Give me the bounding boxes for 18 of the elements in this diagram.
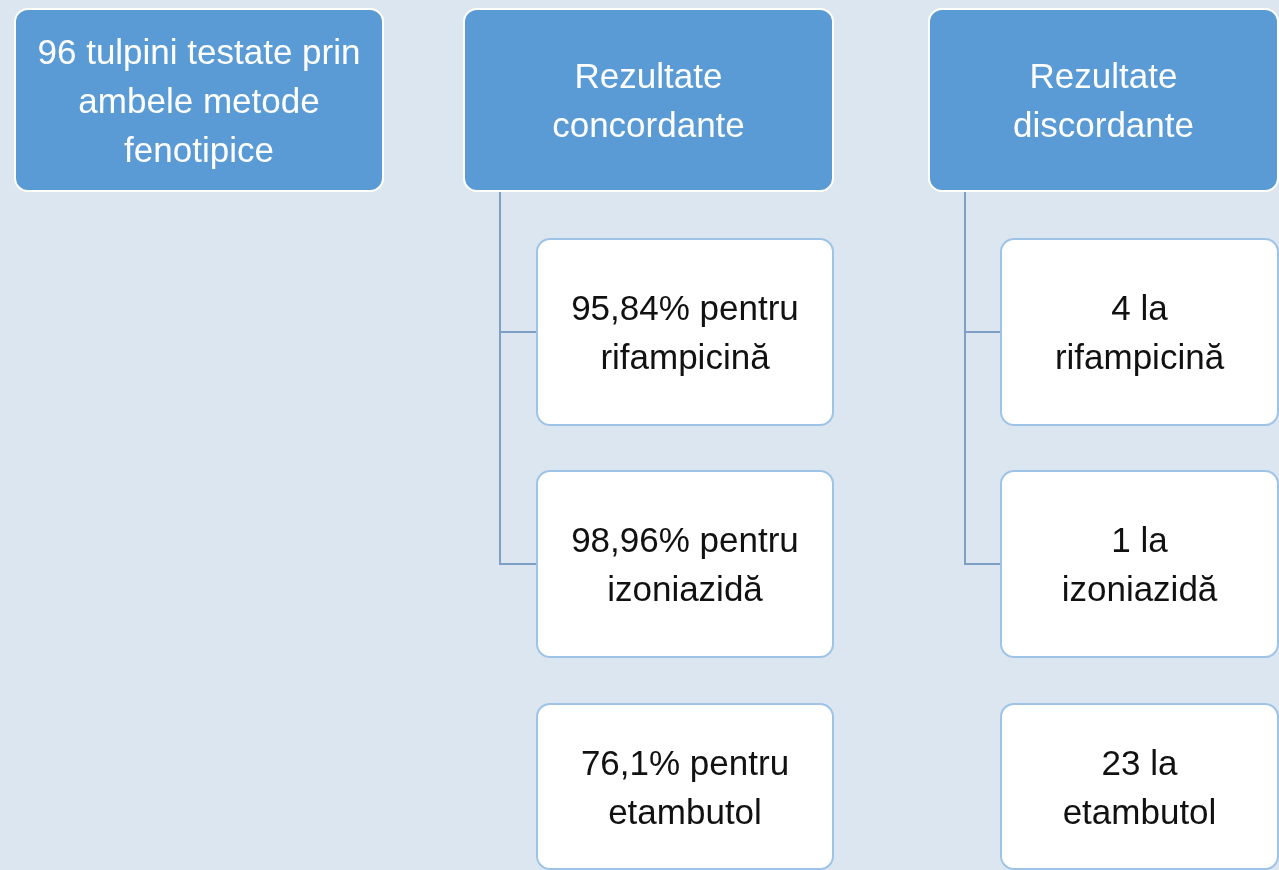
- box-text: 76,1% pentru etambutol: [579, 741, 791, 833]
- header-box: [928, 8, 1279, 192]
- result-box: [1000, 703, 1279, 870]
- header-box: [14, 8, 384, 192]
- result-box: [536, 703, 834, 870]
- box-text: 96 tulpini testate prin ambele metode fenotipice: [36, 30, 362, 171]
- box-text: 23 la etambutol: [1061, 741, 1218, 833]
- result-box: [1000, 470, 1279, 658]
- box-text: 4 la rifampicină: [1053, 287, 1226, 378]
- header-box: [463, 8, 834, 192]
- result-box: [1000, 238, 1279, 426]
- box-text: 1 la izoniazidă: [1060, 519, 1219, 610]
- box-text: Rezultate concordante: [551, 55, 746, 146]
- box-text: 95,84% pentru rifampicină: [570, 287, 800, 378]
- result-box: [536, 238, 834, 426]
- box-text: Rezultate discordante: [1012, 55, 1195, 146]
- box-text: 98,96% pentru izoniazidă: [570, 519, 800, 610]
- result-box: [536, 470, 834, 658]
